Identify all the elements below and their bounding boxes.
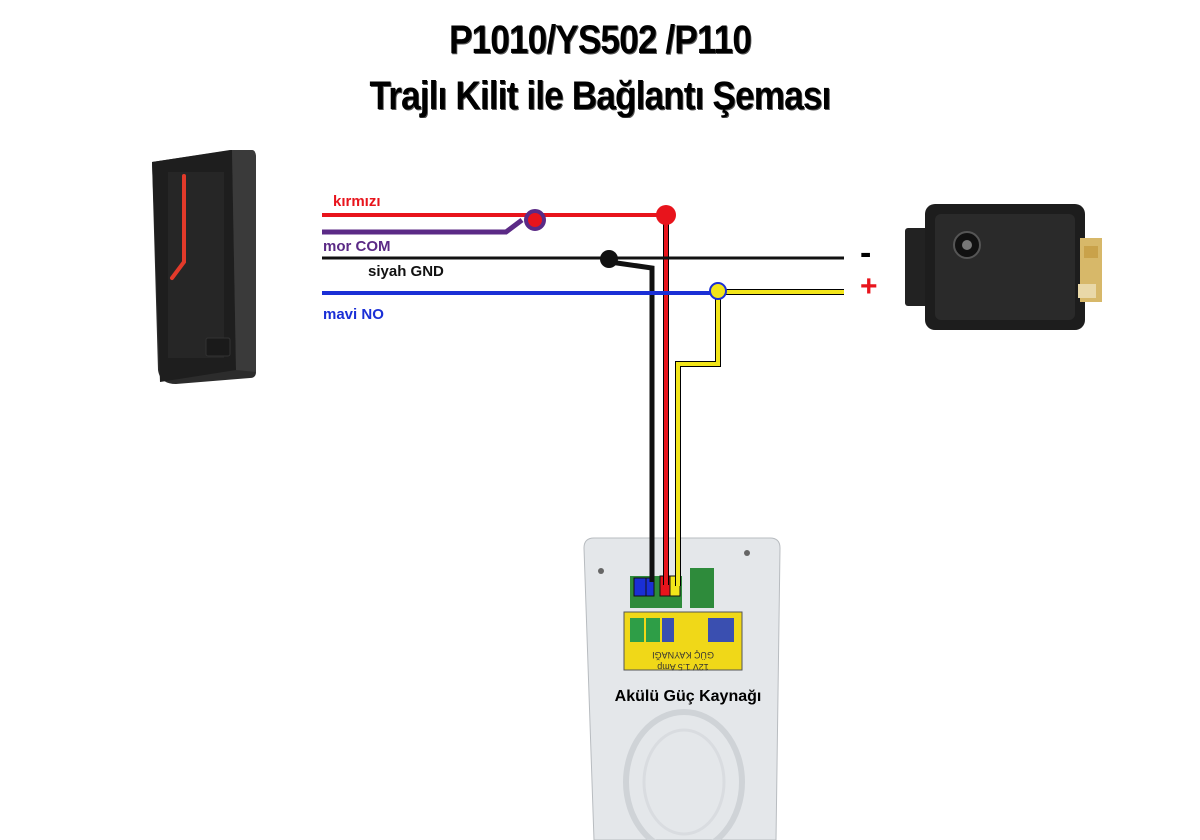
blue-wire-label: mavi NO [323,306,384,323]
blue-yellow-junction [709,282,727,300]
black-wire-label: siyah GND [368,263,444,280]
terminal-blue [633,577,647,597]
purple-wire [322,218,524,235]
power-supply-caption: Akülü Güç Kaynağı [614,688,762,705]
black-junction [600,250,618,268]
diagram-subtitle: Trajlı Kilit ile Bağlantı Şeması [369,74,832,118]
psu-sticker-label-1: GÜÇ KAYNAĞI [652,650,714,660]
power-supply-box: GÜÇ KAYNAĞI 12V 1.5 Amp [583,537,781,840]
yellow-wire-vertical [676,292,720,586]
diagram-title: P1010/YS502 /P110 [448,18,752,62]
red-wire-label: kırmızı [333,193,381,210]
purple-wire-label: mor COM [323,238,391,255]
wires [322,205,844,586]
lock-plus-terminal: + [860,270,878,303]
red-junction [656,205,676,225]
red-purple-junction [524,209,546,231]
lock-minus-terminal: - [860,234,872,272]
psu-sticker-label-2: 12V 1.5 Amp [657,662,709,672]
electric-lock [905,204,1102,330]
rfid-reader [152,150,256,384]
black-wire-vertical [609,259,655,582]
